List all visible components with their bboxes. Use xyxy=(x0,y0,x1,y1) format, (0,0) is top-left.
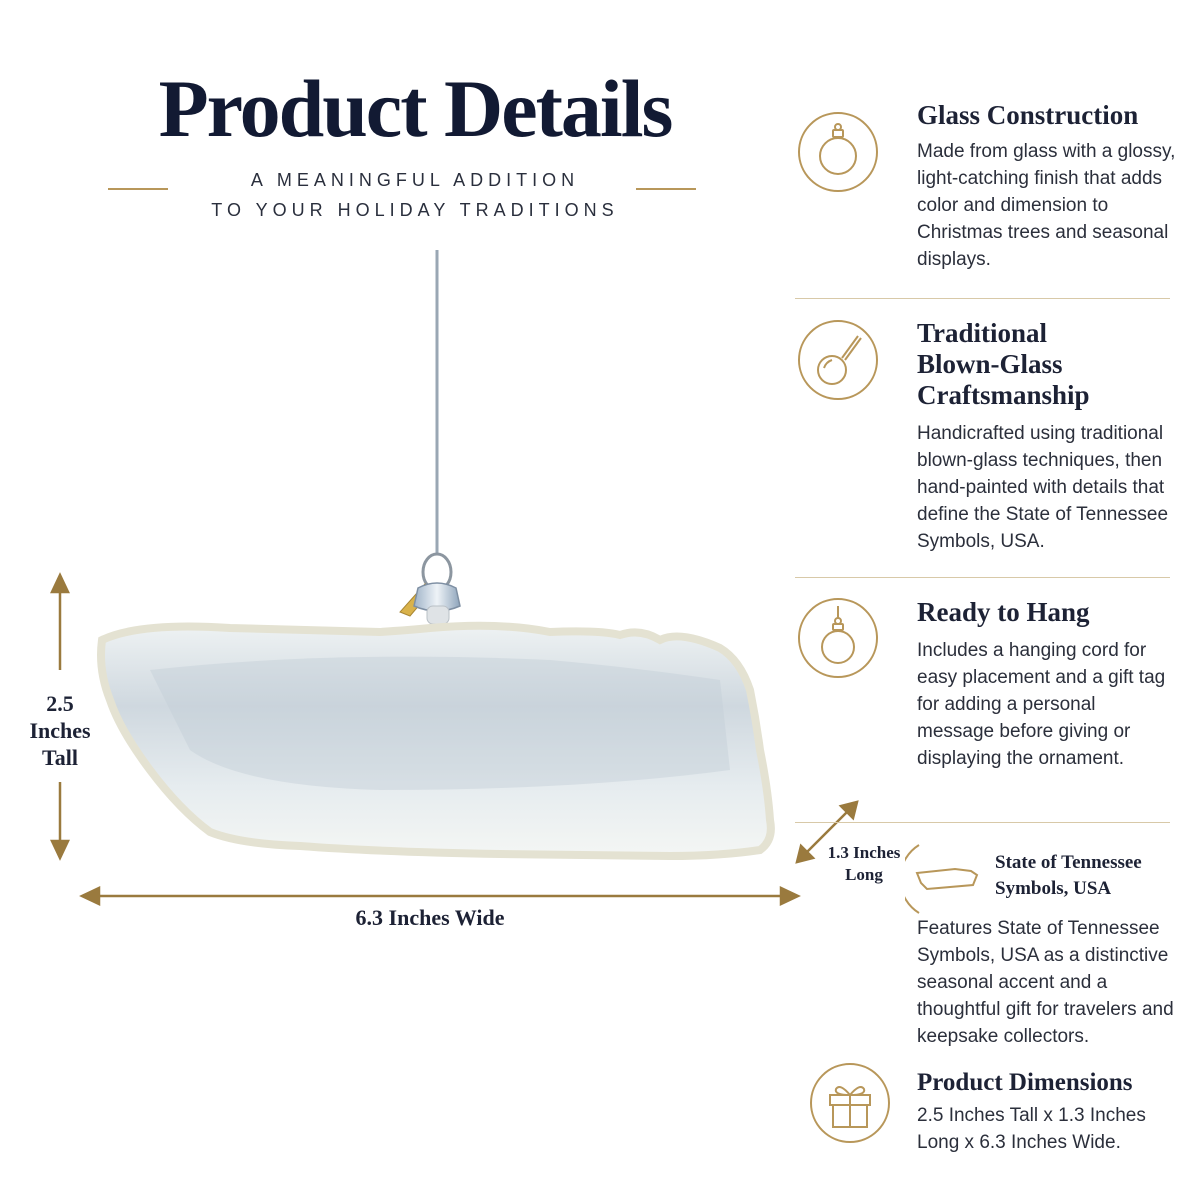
tennessee-outline-icon xyxy=(899,837,989,921)
subtitle-rule-right xyxy=(636,188,696,190)
ornament-cap xyxy=(413,582,461,612)
hanging-ornament-icon xyxy=(798,598,878,678)
length-dimension-label: 1.3 Inches Long xyxy=(827,843,901,884)
feature-divider xyxy=(795,577,1170,578)
feature-title-dimensions: Product Dimensions xyxy=(917,1069,1133,1096)
subtitle-rule-left xyxy=(108,188,168,190)
ornament-body xyxy=(97,621,775,861)
feature-divider xyxy=(795,822,1170,823)
feature-body-dimensions: 2.5 Inches Tall x 1.3 Inches Long x 6.3 … xyxy=(917,1105,1146,1153)
feature-title-blown-glass: Traditional Blown-Glass Craftsmanship xyxy=(917,318,1090,410)
ornament-icon xyxy=(798,112,878,192)
feature-body-tennessee: Features State of Tennessee Symbols, USA… xyxy=(917,918,1174,1047)
glass-blowing-icon xyxy=(798,320,878,400)
subtitle-line-1: A MEANINGFUL ADDITION xyxy=(250,170,580,190)
feature-title-tennessee: State of Tennessee Symbols, USA xyxy=(995,852,1142,899)
width-dimension-label: 6.3 Inches Wide xyxy=(355,905,505,930)
feature-body-glass-construction: Made from glass with a glossy, light-cat… xyxy=(917,141,1176,270)
feature-title-ready-to-hang: Ready to Hang xyxy=(917,597,1090,627)
gift-box-icon xyxy=(810,1063,890,1143)
height-dimension-label: 2.5 Inches Tall xyxy=(29,691,91,770)
tennessee-ornament-image xyxy=(97,250,775,861)
feature-title-glass-construction: Glass Construction xyxy=(917,100,1139,130)
feature-divider xyxy=(795,298,1170,299)
feature-body-blown-glass: Handicrafted using traditional blown-gla… xyxy=(917,423,1169,552)
page-title: Product Details xyxy=(158,63,674,154)
feature-body-ready-to-hang: Includes a hanging cord for easy placeme… xyxy=(917,640,1166,769)
subtitle-line-2: TO YOUR HOLIDAY TRADITIONS xyxy=(211,200,619,220)
ornament-frost-band xyxy=(150,656,730,790)
